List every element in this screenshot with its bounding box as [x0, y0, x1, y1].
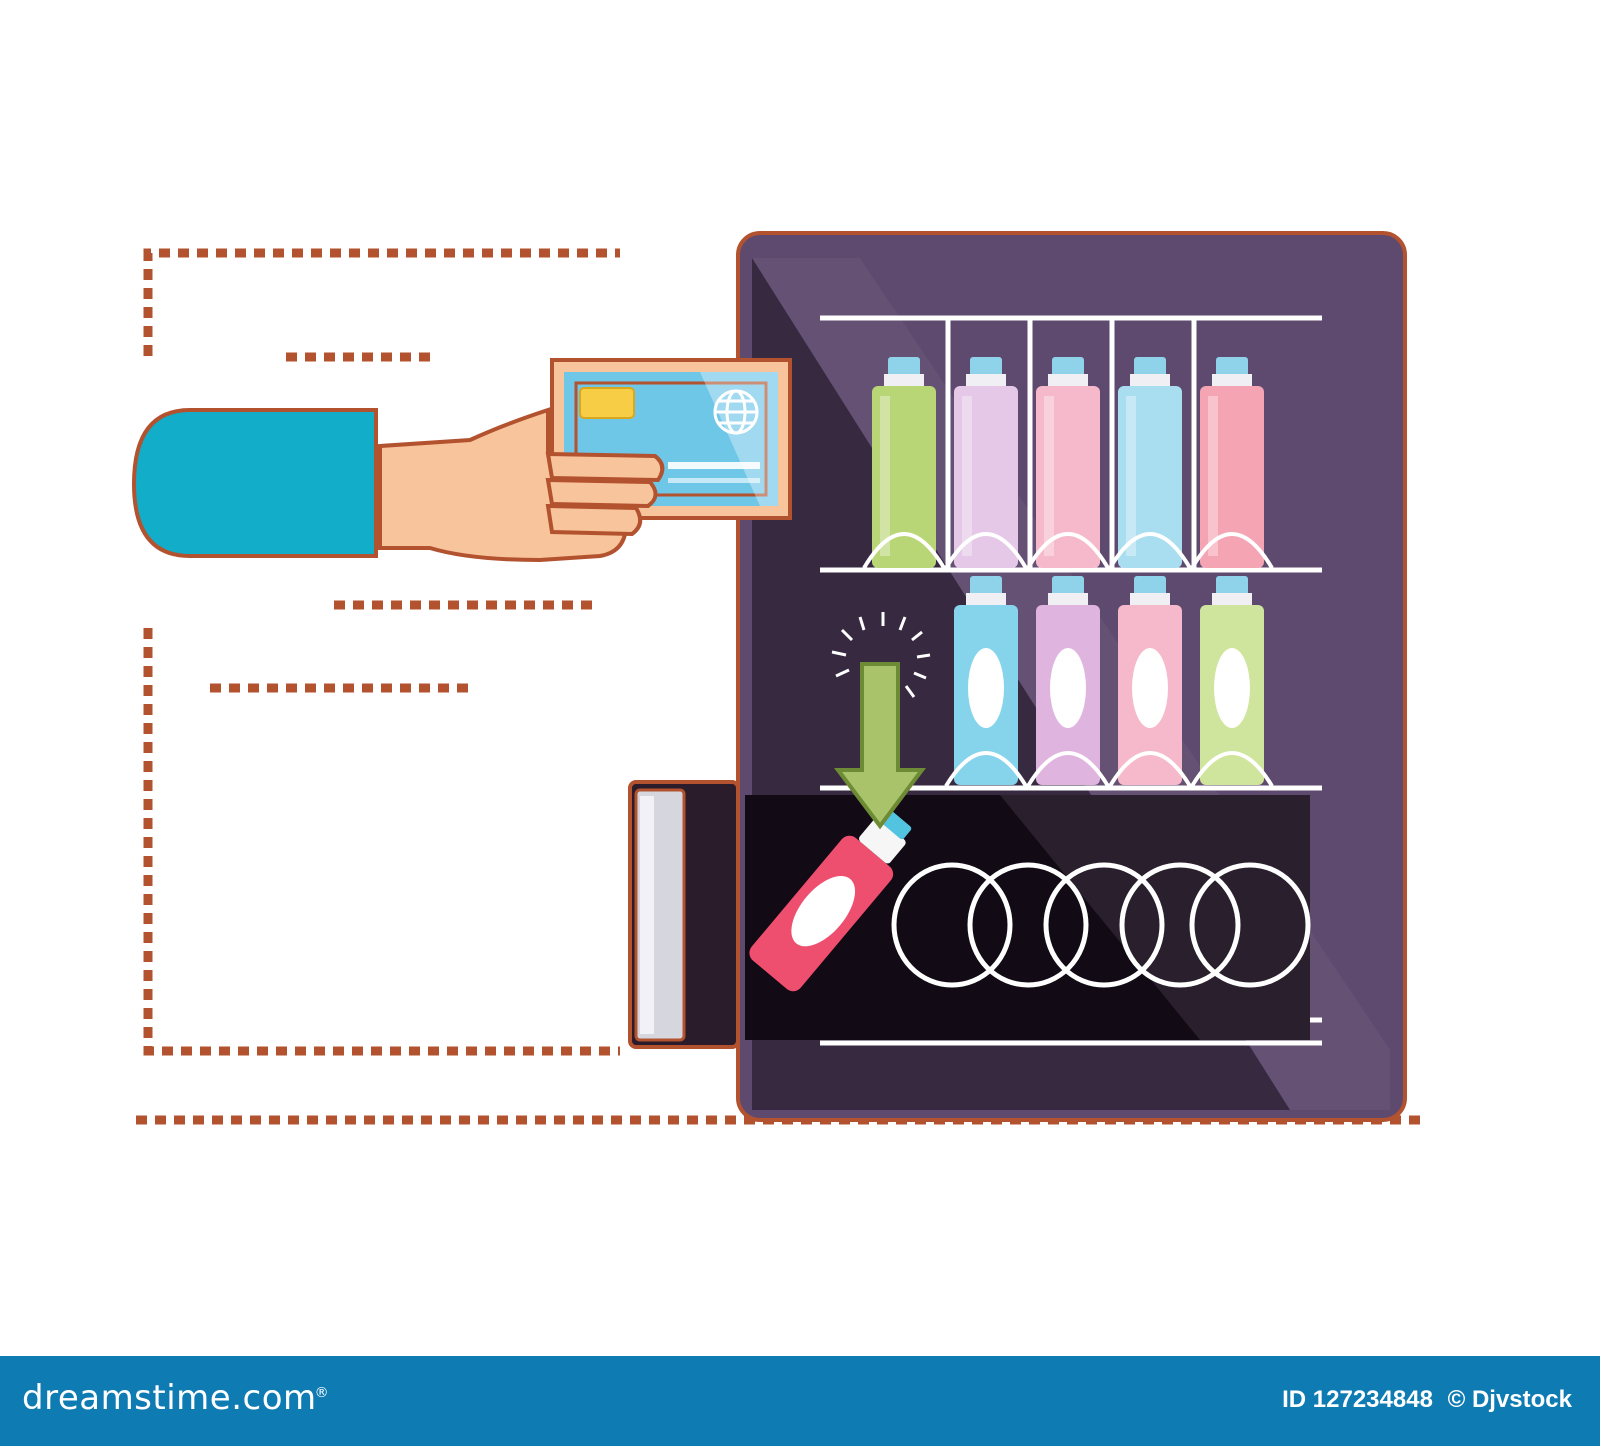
bottle-upper: [1118, 357, 1182, 568]
ring-holder: [944, 751, 1028, 788]
brand-logo[interactable]: dreamstime.com®: [22, 1378, 329, 1418]
bottle-upper: [1036, 357, 1100, 568]
ring-holder: [944, 532, 1028, 570]
image-id: ID 127234848: [1282, 1386, 1433, 1413]
hand-with-card: [131, 358, 792, 563]
brand-text: dreamstime.com: [22, 1378, 317, 1418]
ring-holder: [1190, 751, 1274, 788]
copyright-symbol: ©: [1447, 1386, 1466, 1413]
sleeve: [131, 408, 378, 558]
dispenser-door: [628, 780, 740, 1049]
lower-bottles: [954, 576, 1264, 785]
card-chip-icon: [579, 387, 635, 419]
bottle-upper: [954, 357, 1018, 568]
vending-machine: [628, 231, 1407, 1122]
upper-bottles: [872, 357, 1264, 568]
ring-holder: [862, 532, 946, 570]
down-arrow-icon: [831, 612, 931, 830]
bottle-lower: [1200, 576, 1264, 785]
ring-holder: [1108, 532, 1192, 570]
ring-holder: [1108, 751, 1192, 788]
image-meta: ID 127234848 © Djvstock: [1282, 1386, 1572, 1414]
author-name[interactable]: Djvstock: [1471, 1386, 1572, 1413]
ring-holder: [1026, 532, 1110, 570]
bottle-lower: [1118, 576, 1182, 785]
footer-bar: dreamstime.com® ID 127234848 © Djvstock: [0, 1356, 1600, 1446]
illustration: [131, 231, 1420, 1125]
bottle-lower: [1036, 576, 1100, 785]
globe-icon: [713, 389, 759, 435]
bottle-upper: [1200, 357, 1264, 568]
bottle-upper: [872, 357, 936, 568]
bottle-holders: [862, 532, 1274, 788]
bottle-lower: [954, 576, 1018, 785]
ring-holder: [1026, 751, 1110, 788]
dispenser-tray: [745, 795, 1311, 1040]
ring-holder: [1190, 532, 1274, 570]
spiral-coil: [891, 862, 1311, 988]
registered-mark: ®: [314, 1384, 330, 1401]
